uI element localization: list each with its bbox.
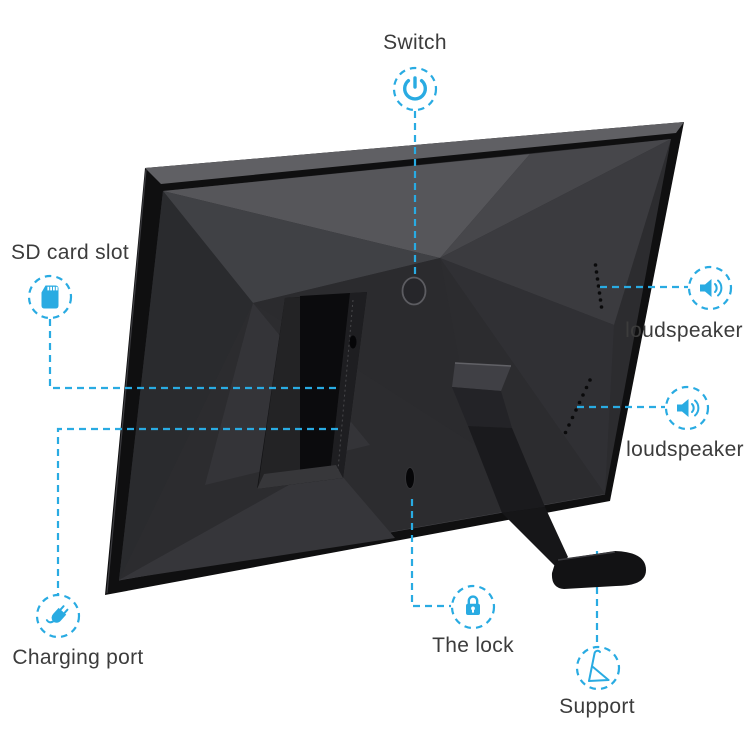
speaker-grille-bottom [563,378,592,435]
plug-icon [35,593,81,639]
switch-label: Switch [383,31,447,54]
back-compartment-recess [257,292,367,489]
sd-card-icon [27,274,73,320]
lock-hole [405,467,415,489]
sd-card-slot-label: SD card slot [11,241,129,264]
loudspeaker-bottom-callout [662,383,712,433]
switch-callout [390,64,440,114]
sd-card-callout [25,272,75,322]
charging-port-label: Charging port [12,646,144,669]
kickstand [452,362,646,589]
frame-left-edge-highlight [106,169,147,594]
frame-back-face [119,139,671,580]
stand-icon [575,645,621,691]
charging-connector-line [56,427,338,594]
loudspeaker-top-label: loudspeaker [625,319,743,342]
lock-callout [448,582,498,632]
kickstand-foot [551,551,646,589]
support-label: Support [559,695,635,718]
charging-port-callout [33,591,83,641]
speaker-icon [687,265,733,311]
speaker-grille-top [593,263,604,309]
support-callout [573,643,623,693]
power-icon [392,66,438,112]
speaker-icon [664,385,710,431]
loudspeaker-top-callout [685,263,735,313]
lock-icon [450,584,496,630]
the-lock-label: The lock [432,634,514,657]
power-button[interactable] [401,276,427,306]
lock-connector-line [410,499,451,608]
reset-hole [349,335,357,349]
loudspeaker-bottom-label: loudspeaker [626,438,744,461]
